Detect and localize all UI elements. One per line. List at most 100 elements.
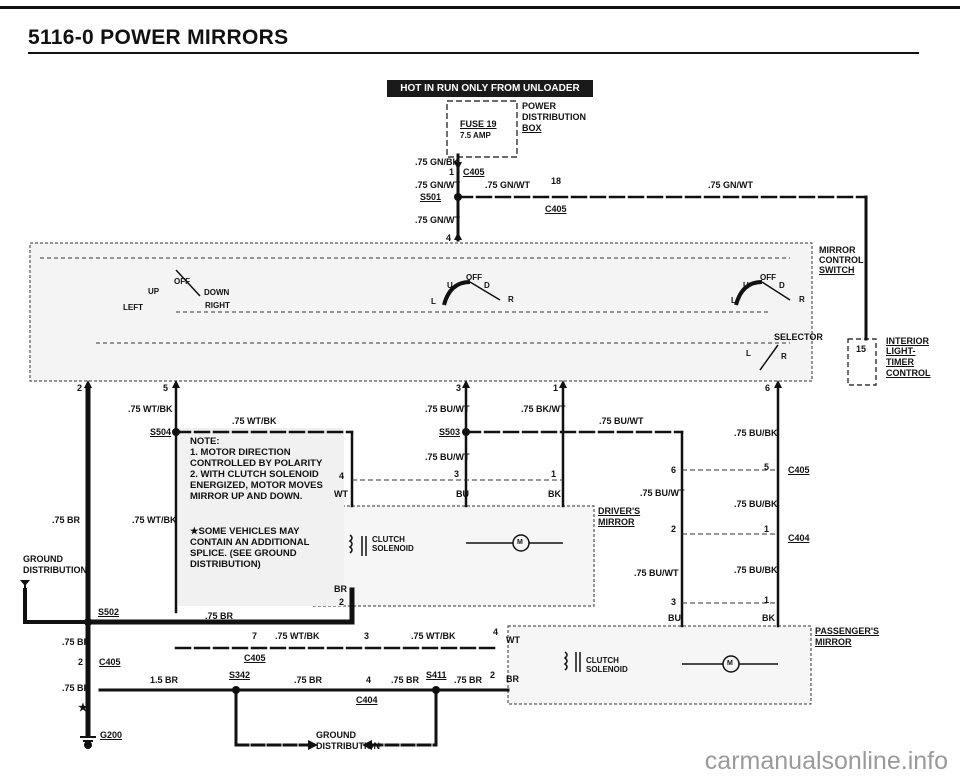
drivers-mirror-label-1: DRIVER'S — [598, 506, 641, 516]
star-note-marker: ★ — [78, 702, 88, 714]
power-dist-label-3: BOX — [522, 123, 542, 133]
pin-4-drivers: 4 — [339, 471, 345, 481]
interior-light-box — [847, 338, 877, 386]
wire-gn-bk: .75 GN/BK — [415, 157, 460, 167]
note-box — [178, 428, 344, 606]
pin-15: 15 — [856, 344, 867, 354]
clutch-label-passenger-1: CLUTCH — [586, 656, 619, 665]
note-line: 2. WITH CLUTCH SOLENOID — [190, 469, 319, 480]
pin-3-right: 3 — [671, 597, 677, 607]
connector-c404-bottom: C404 — [356, 695, 378, 705]
title-rule — [28, 52, 919, 54]
switch-r-mid: R — [508, 295, 514, 304]
wire-gn-wt-2: .75 GN/WT — [485, 180, 531, 190]
wire-gn-wt-4: .75 GN/WT — [415, 215, 461, 225]
switch-d-mid: D — [484, 281, 490, 290]
wire-wt-bk-1: .75 WT/BK — [128, 404, 173, 414]
switch-u-right: U — [743, 281, 749, 290]
drivers-motor — [466, 534, 563, 552]
pin-6-right: 6 — [671, 465, 677, 475]
color-wt-passenger: WT — [506, 635, 520, 645]
pin-3-drivers: 3 — [454, 469, 460, 479]
interior-label-3: TIMER — [886, 357, 914, 367]
pin-2-drivers: 2 — [339, 597, 345, 607]
pin-1-right-lower: 1 — [764, 595, 770, 605]
splice-s411: S411 — [426, 670, 447, 680]
note-line: NOTE: — [190, 436, 220, 447]
wire-bu-bk-2: .75 BU/BK — [734, 499, 778, 509]
pin-3-lower: 3 — [364, 631, 370, 641]
connector-c405-right: C405 — [545, 204, 567, 214]
wire-bu-wt-5: .75 BU/WT — [634, 568, 679, 578]
interior-label-1: INTERIOR — [886, 336, 930, 346]
color-bu-passenger: BU — [668, 613, 681, 623]
wire-wt-bk-2: .75 WT/BK — [232, 416, 277, 426]
pin-4-lower: 4 — [366, 675, 372, 685]
pin-1-right: 1 — [764, 524, 770, 534]
ground-dist-bottom-label-1: GROUND — [316, 730, 356, 740]
pin-7: 7 — [252, 631, 258, 641]
pin-4-passenger: 4 — [493, 627, 499, 637]
pin-6-switch: 6 — [765, 383, 771, 393]
wire-gn-wt-3: .75 GN/WT — [708, 180, 754, 190]
pin-4-switch: 4 — [446, 233, 452, 243]
mirror-switch-label-1: MIRROR — [819, 245, 856, 255]
pin-1-c405: 1 — [449, 167, 455, 177]
interior-label-2: LIGHT- — [886, 346, 916, 356]
selector-l: L — [746, 349, 751, 358]
note-star-line: ★SOME VEHICLES MAY — [190, 526, 300, 537]
wire-br-bottom-2: .75 BR — [391, 675, 420, 685]
ground-dist-bottom-label-2: DISTRIBUTION — [316, 741, 380, 751]
pin-5-right: 5 — [764, 462, 770, 472]
wire-bk-wt: .75 BK/WT — [521, 404, 566, 414]
selector-r: R — [781, 352, 787, 361]
drivers-mirror-label-2: MIRROR — [598, 517, 635, 527]
connector-c405-lower: C405 — [99, 657, 121, 667]
ground-dist-label-2: DISTRIBUTION — [23, 565, 87, 575]
pin-3-switch: 3 — [456, 383, 462, 393]
splice-s504: S504 — [150, 427, 172, 437]
note-line: MIRROR UP AND DOWN. — [190, 491, 303, 502]
note-star-line: SPLICE. (SEE GROUND — [190, 548, 297, 559]
clutch-label-drivers-1: CLUTCH — [372, 535, 405, 544]
wire-wt-bk-5: .75 WT/BK — [411, 631, 456, 641]
note-star-line: CONTAIN AN ADDITIONAL — [190, 537, 310, 548]
wire-wt-bk-3: .75 WT/BK — [132, 515, 177, 525]
passengers-mirror-label-2: MIRROR — [815, 637, 852, 647]
hot-in-run-banner: HOT IN RUN ONLY FROM UNLOADER RELAY K7 — [387, 80, 593, 111]
switch-left: LEFT — [123, 303, 143, 312]
note-star-line: DISTRIBUTION) — [190, 559, 261, 570]
wire-bu-wt-1: .75 BU/WT — [425, 404, 470, 414]
clutch-label-drivers-2: SOLENOID — [372, 544, 414, 553]
connector-c404-mid: C404 — [788, 533, 810, 543]
clutch-label-passenger-2: SOLENOID — [586, 665, 628, 674]
connector-c405-mid: C405 — [788, 465, 810, 475]
selector-label: SELECTOR — [774, 332, 823, 342]
color-bk-passenger: BK — [762, 613, 775, 623]
color-bk-drivers: BK — [548, 489, 561, 499]
pin-2-c405: 2 — [78, 657, 84, 667]
passengers-mirror-box — [507, 625, 812, 705]
wire-bu-wt-3: .75 BU/WT — [425, 452, 470, 462]
passengers-motor — [682, 655, 778, 673]
wire-br-bottom-1: .75 BR — [294, 675, 323, 685]
wire-wt-bk-4: .75 WT/BK — [275, 631, 320, 641]
power-dist-label-2: DISTRIBUTION — [522, 112, 586, 122]
wire-bu-bk-3: .75 BU/BK — [734, 565, 778, 575]
passengers-mirror-label-1: PASSENGER'S — [815, 626, 879, 636]
switch-l-mid: L — [431, 297, 436, 306]
color-br-drivers: BR — [334, 584, 347, 594]
pin-2-switch: 2 — [77, 383, 83, 393]
splice-s502: S502 — [98, 607, 120, 617]
power-dist-box — [446, 100, 518, 158]
note-line: 1. MOTOR DIRECTION — [190, 447, 291, 458]
page-title: 5116-0 POWER MIRRORS — [28, 26, 289, 49]
splice-s342: S342 — [229, 670, 251, 680]
color-bu-drivers: BU — [456, 489, 469, 499]
interior-label-4: CONTROL — [886, 368, 931, 378]
ground-g200: G200 — [100, 730, 123, 740]
color-br-passenger: BR — [506, 674, 519, 684]
wire-br-lower-1: .75 BR — [62, 637, 91, 647]
switch-r-right: R — [799, 295, 805, 304]
switch-off-mid: OFF — [466, 273, 482, 282]
